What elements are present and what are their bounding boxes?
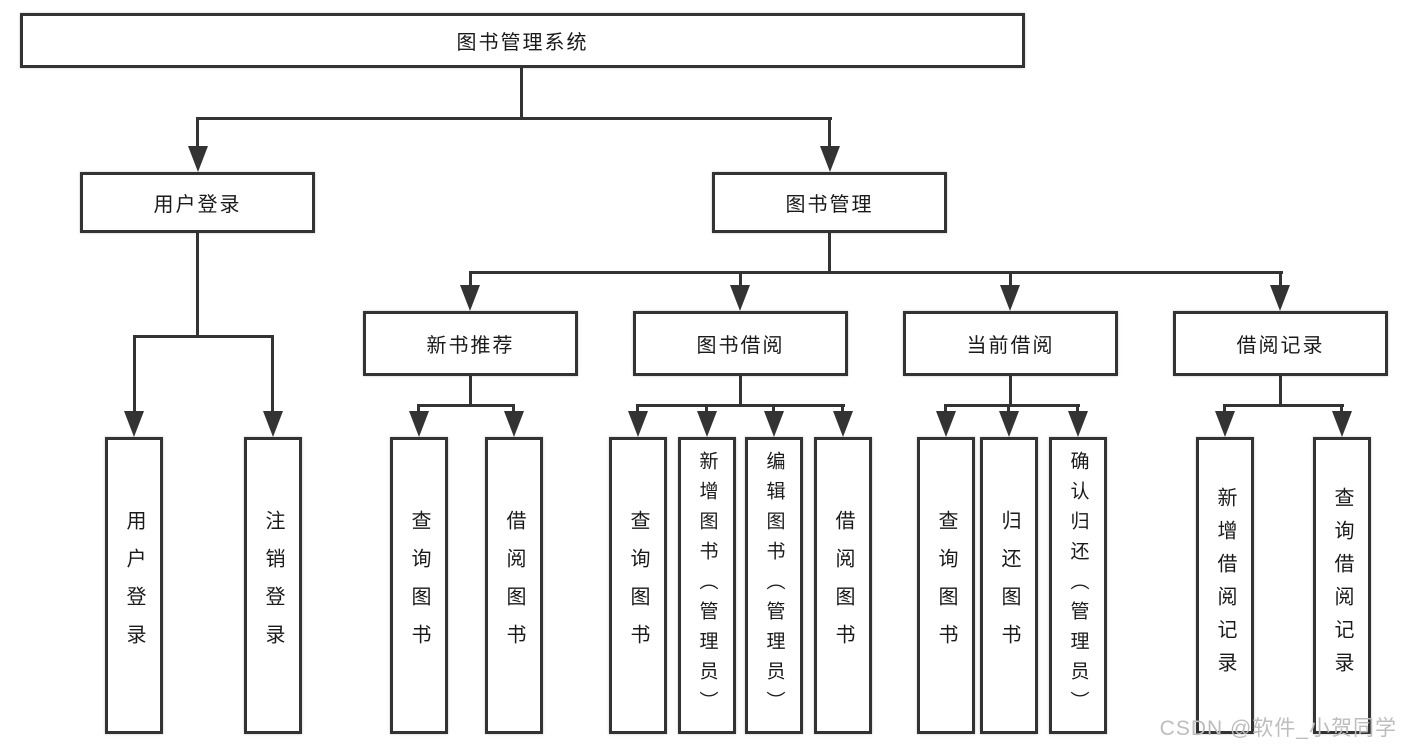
connector-root-spread <box>196 117 832 120</box>
connector-shaft-leaf <box>1223 404 1226 415</box>
leaf-return-books-label: 归还图书 <box>998 509 1020 662</box>
node-user-login-label: 用户登录 <box>153 194 242 216</box>
leaf-query-borrow-record: 查询借阅记录 <box>1313 437 1371 734</box>
connector-shaft-leaf <box>512 404 515 415</box>
node-root: 图书管理系统 <box>20 13 1025 68</box>
arrow-down-icon <box>1068 411 1088 437</box>
node-book-borrow: 图书借阅 <box>633 311 848 376</box>
arrow-down-icon <box>833 411 853 437</box>
node-book-management-label: 图书管理 <box>785 194 874 216</box>
leaf-query-books-recommend-label: 查询图书 <box>408 509 430 662</box>
node-root-label: 图书管理系统 <box>456 32 589 54</box>
connector-shaft-leaf <box>636 404 639 415</box>
arrow-down-icon <box>820 146 840 172</box>
arrow-down-icon <box>1215 411 1235 437</box>
leaf-confirm-return-admin-label: 确认归还（管理员） <box>1067 450 1089 721</box>
connector-new-book-recommend-spread <box>417 404 515 407</box>
node-borrow-records: 借阅记录 <box>1173 311 1388 376</box>
leaf-borrow-books-recommend-label: 借阅图书 <box>503 509 525 662</box>
leaf-query-books-current-label: 查询图书 <box>935 509 957 662</box>
connector-root-drop <box>520 65 523 120</box>
connector-user-login-spread <box>133 335 274 338</box>
leaf-user-login: 用户登录 <box>105 437 163 734</box>
leaf-edit-books-admin: 编辑图书（管理员） <box>745 437 803 734</box>
arrow-down-icon <box>628 411 648 437</box>
arrow-down-icon <box>460 285 480 311</box>
arrow-down-icon <box>263 411 283 437</box>
leaf-edit-books-admin-label: 编辑图书（管理员） <box>763 450 785 721</box>
arrow-down-icon <box>1270 285 1290 311</box>
connector-shaft-leaf <box>944 404 947 415</box>
node-book-management: 图书管理 <box>712 172 947 233</box>
connector-shaft-level3 <box>1279 271 1282 287</box>
node-new-book-recommend-label: 新书推荐 <box>426 335 515 357</box>
leaf-query-books-recommend: 查询图书 <box>390 437 448 734</box>
leaf-add-borrow-record-label: 新增借阅记录 <box>1214 486 1236 685</box>
arrow-down-icon <box>124 411 144 437</box>
node-current-borrow: 当前借阅 <box>903 311 1118 376</box>
arrow-down-icon <box>936 411 956 437</box>
leaf-logout: 注销登录 <box>244 437 302 734</box>
connector-shaft-leaf <box>417 404 420 415</box>
connector-book-borrow-spread <box>636 404 845 407</box>
connector-shaft-level3 <box>739 271 742 287</box>
leaf-add-books-admin: 新增图书（管理员） <box>678 437 736 734</box>
arrow-down-icon <box>504 411 524 437</box>
leaf-query-books-borrow: 查询图书 <box>609 437 667 734</box>
leaf-borrow-books-recommend: 借阅图书 <box>485 437 543 734</box>
connector-shaft-leaf <box>271 335 274 413</box>
arrow-down-icon <box>188 146 208 172</box>
connector-shaft-level3 <box>469 271 472 287</box>
connector-shaft-leaf <box>772 404 775 415</box>
arrow-down-icon <box>1000 285 1020 311</box>
connector-shaft-leaf <box>1340 404 1343 415</box>
connector-shaft-user-login <box>196 117 199 151</box>
watermark-text: CSDN @软件_小贺同学 <box>1159 717 1397 740</box>
connector-current-borrow-drop <box>1009 374 1012 407</box>
leaf-logout-label: 注销登录 <box>262 509 284 662</box>
node-user-login: 用户登录 <box>80 172 315 233</box>
connector-shaft-leaf <box>1076 404 1079 415</box>
leaf-add-borrow-record: 新增借阅记录 <box>1196 437 1254 734</box>
leaf-confirm-return-admin: 确认归还（管理员） <box>1049 437 1107 734</box>
leaf-borrow-books-label: 借阅图书 <box>832 509 854 662</box>
connector-shaft-leaf <box>133 335 136 413</box>
arrow-down-icon <box>999 411 1019 437</box>
connector-borrow-records-spread <box>1223 404 1344 407</box>
leaf-return-books: 归还图书 <box>980 437 1038 734</box>
node-current-borrow-label: 当前借阅 <box>966 335 1055 357</box>
leaf-query-books-borrow-label: 查询图书 <box>627 509 649 662</box>
connector-new-book-recommend-drop <box>469 374 472 407</box>
connector-user-login-drop <box>196 231 199 337</box>
connector-shaft-leaf <box>841 404 844 415</box>
connector-shaft-level3 <box>1009 271 1012 287</box>
leaf-add-books-admin-label: 新增图书（管理员） <box>696 450 718 721</box>
connector-book-borrow-drop <box>739 374 742 407</box>
connector-current-borrow-spread <box>944 404 1080 407</box>
leaf-borrow-books: 借阅图书 <box>814 437 872 734</box>
connector-book-management-spread <box>469 271 1283 274</box>
arrow-down-icon <box>409 411 429 437</box>
arrow-down-icon <box>697 411 717 437</box>
node-new-book-recommend: 新书推荐 <box>363 311 578 376</box>
node-borrow-records-label: 借阅记录 <box>1236 335 1325 357</box>
arrow-down-icon <box>764 411 784 437</box>
connector-borrow-records-drop <box>1279 374 1282 407</box>
leaf-query-borrow-record-label: 查询借阅记录 <box>1331 486 1353 685</box>
connector-shaft-leaf <box>1007 404 1010 415</box>
leaf-query-books-current: 查询图书 <box>917 437 975 734</box>
leaf-user-login-label: 用户登录 <box>123 509 145 662</box>
arrow-down-icon <box>730 285 750 311</box>
connector-shaft-book-management <box>828 117 831 151</box>
connector-book-management-drop <box>828 231 831 274</box>
connector-shaft-leaf <box>705 404 708 415</box>
arrow-down-icon <box>1332 411 1352 437</box>
node-book-borrow-label: 图书借阅 <box>696 335 785 357</box>
